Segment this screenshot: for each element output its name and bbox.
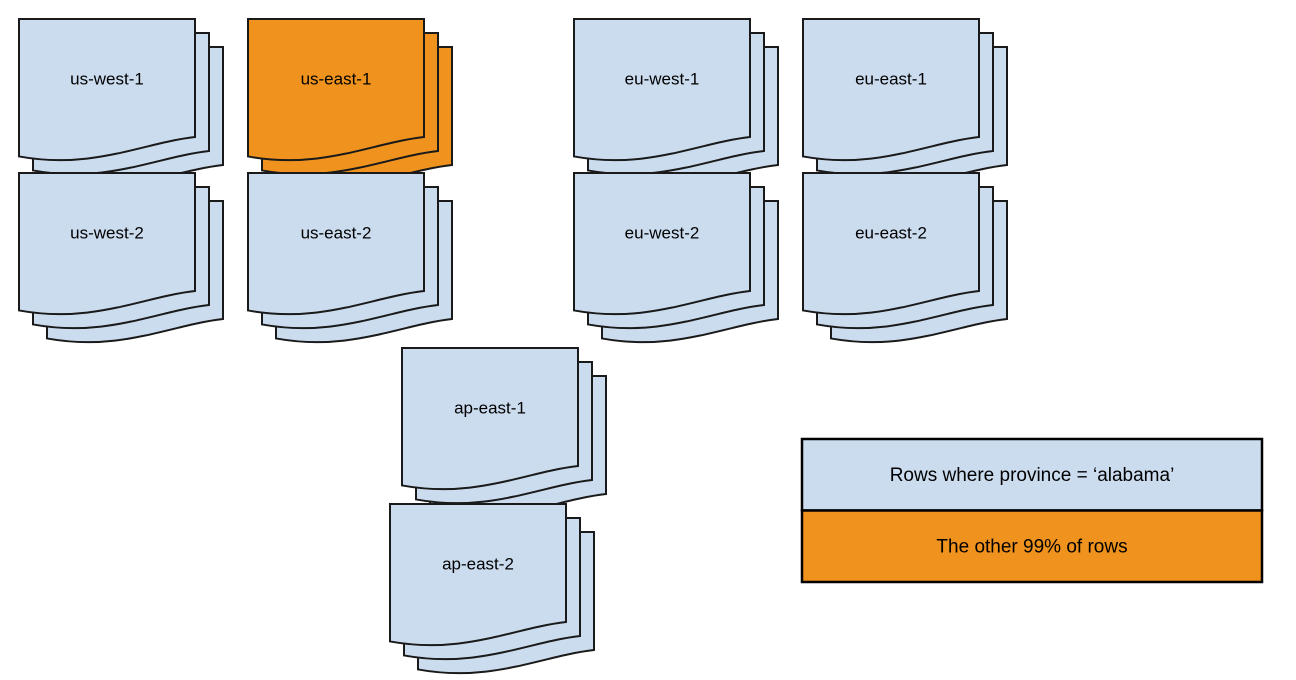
stack-label-us-east-1: us-east-1 [301, 69, 372, 88]
stack-label-eu-west-2: eu-west-2 [625, 223, 700, 242]
document-stack-ap-east-2[interactable]: ap-east-2 [389, 503, 595, 675]
legend-row-other-rows: The other 99% of rows [800, 509, 1264, 584]
stack-sheet-front [573, 172, 751, 316]
legend-row-rows-alabama: Rows where province = ‘alabama’ [800, 437, 1264, 512]
document-stack-us-west-1[interactable]: us-west-1 [18, 18, 224, 190]
stack-sheet-front [802, 18, 980, 162]
legend-label-other-rows: The other 99% of rows [936, 536, 1127, 557]
stack-label-us-east-2: us-east-2 [301, 223, 372, 242]
document-stack-us-west-2[interactable]: us-west-2 [18, 172, 224, 344]
stack-sheet-front [247, 18, 425, 162]
document-stack-eu-west-2[interactable]: eu-west-2 [573, 172, 779, 344]
document-stacks-layer: us-west-1 us-east-1 eu-west-1 eu-east-1 us-w… [18, 18, 1008, 675]
stack-sheet-front [401, 347, 579, 491]
document-stack-ap-east-1[interactable]: ap-east-1 [401, 347, 607, 519]
document-stack-us-east-1[interactable]: us-east-1 [247, 18, 453, 190]
document-stack-eu-east-2[interactable]: eu-east-2 [802, 172, 1008, 344]
legend-label-rows-alabama: Rows where province = ‘alabama’ [890, 465, 1175, 486]
stack-label-eu-east-2: eu-east-2 [855, 223, 927, 242]
legend-swatch-rows-alabama [800, 437, 1264, 512]
stack-label-eu-east-1: eu-east-1 [855, 69, 927, 88]
stack-sheet-front [18, 172, 196, 316]
stack-label-us-west-1: us-west-1 [70, 69, 144, 88]
stack-sheet-front [573, 18, 751, 162]
stack-sheet-front [802, 172, 980, 316]
stack-sheet-front [247, 172, 425, 316]
legend: Rows where province = ‘alabama’ The other… [800, 437, 1264, 584]
legend-swatch-other-rows [800, 509, 1264, 584]
stack-label-ap-east-2: ap-east-2 [442, 554, 514, 573]
document-stack-eu-east-1[interactable]: eu-east-1 [802, 18, 1008, 190]
stack-label-ap-east-1: ap-east-1 [454, 398, 526, 417]
stack-sheet-front [18, 18, 196, 162]
document-stack-us-east-2[interactable]: us-east-2 [247, 172, 453, 344]
stack-sheet-front [389, 503, 567, 647]
stack-label-eu-west-1: eu-west-1 [625, 69, 700, 88]
document-stack-eu-west-1[interactable]: eu-west-1 [573, 18, 779, 190]
stack-label-us-west-2: us-west-2 [70, 223, 144, 242]
